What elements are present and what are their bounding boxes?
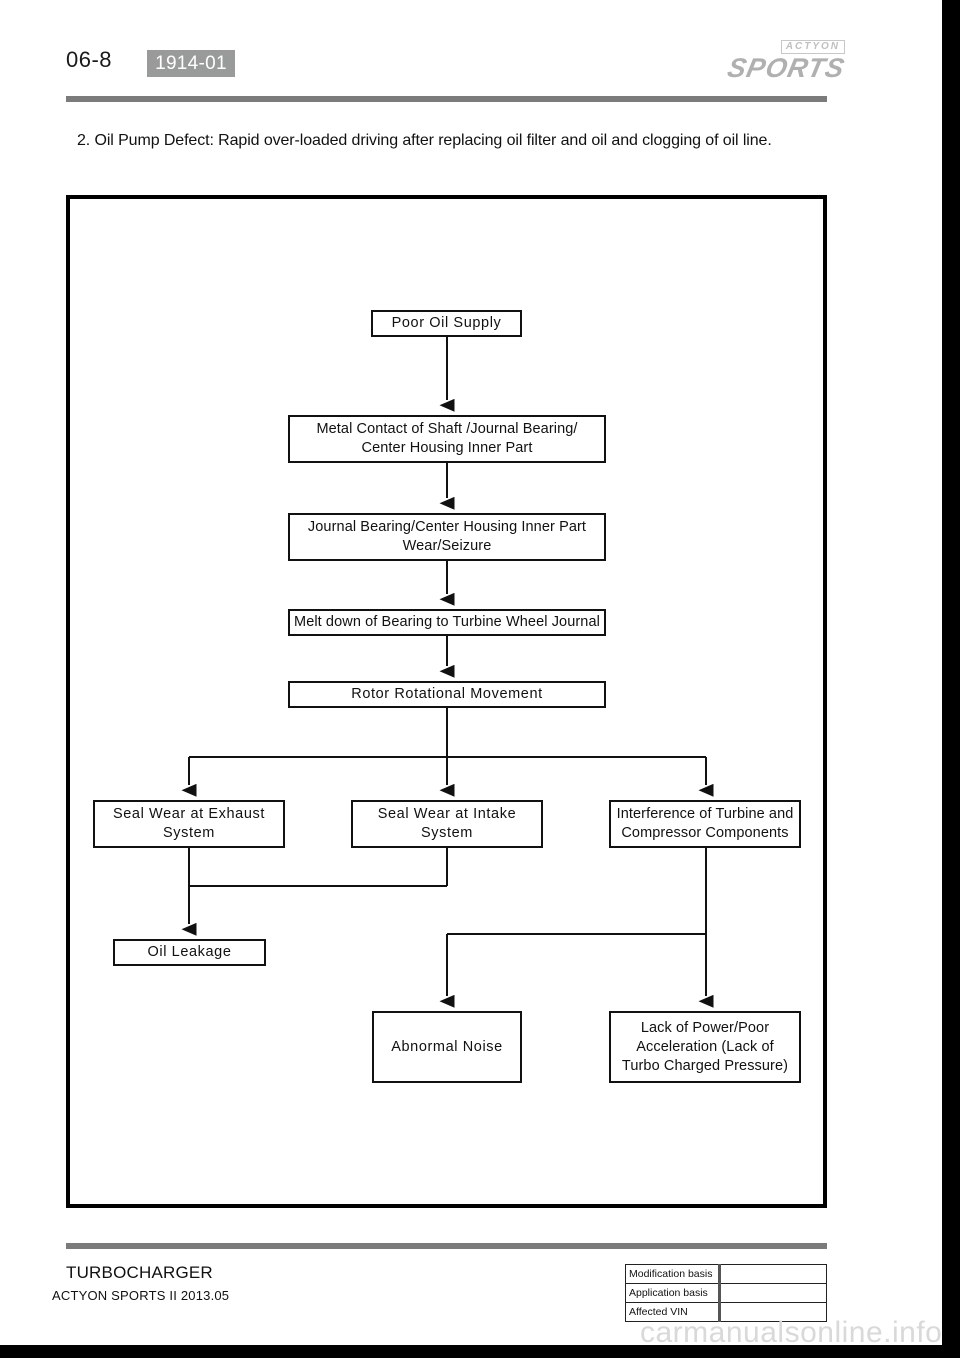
- flow-node-oil-leakage[interactable]: Oil Leakage: [113, 939, 266, 966]
- revision-value-affected-vin[interactable]: [719, 1302, 827, 1322]
- footer-subtitle: ACTYON SPORTS II 2013.05: [52, 1288, 230, 1303]
- section-intro-text: 2. Oil Pump Defect: Rapid over-loaded dr…: [77, 132, 772, 149]
- revision-label-modification: Modification basis: [625, 1264, 721, 1284]
- revision-value-application[interactable]: [719, 1283, 827, 1303]
- table-row: Application basis: [625, 1283, 827, 1303]
- table-row: Modification basis: [625, 1264, 827, 1284]
- revision-label-affected-vin: Affected VIN: [625, 1302, 721, 1322]
- page-number: 06-8: [66, 47, 113, 72]
- revision-table: Modification basis Application basis Aff…: [625, 1264, 827, 1322]
- flow-node-abnormal-noise[interactable]: Abnormal Noise: [372, 1011, 522, 1083]
- flow-node-journal-bearing-wear[interactable]: Journal Bearing/Center Housing Inner Par…: [288, 513, 606, 561]
- flow-node-rotor-rotational[interactable]: Rotor Rotational Movement: [288, 681, 606, 708]
- flow-node-melt-down-bearing[interactable]: Melt down of Bearing to Turbine Wheel Jo…: [288, 609, 606, 636]
- flow-node-poor-oil-supply[interactable]: Poor Oil Supply: [371, 310, 522, 337]
- footer-rule: [66, 1243, 827, 1249]
- footer-title: TURBOCHARGER: [66, 1263, 213, 1282]
- page-edge-right: [942, 0, 960, 1358]
- flow-node-metal-contact[interactable]: Metal Contact of Shaft /Journal Bearing/…: [288, 415, 606, 463]
- brand-actyon-text: ACTYON: [780, 40, 845, 54]
- table-row: Affected VIN: [625, 1302, 827, 1322]
- brand-logo: ACTYON SPORTS: [725, 36, 848, 83]
- revision-table-body: Modification basis Application basis Aff…: [625, 1264, 827, 1322]
- page-edge-bottom: [0, 1345, 960, 1358]
- revision-value-modification[interactable]: [719, 1264, 827, 1284]
- site-watermark: carmanualsonline.info: [640, 1316, 943, 1349]
- revision-label-application: Application basis: [625, 1283, 721, 1303]
- document-code-badge: 1914-01: [147, 50, 235, 77]
- header-rule: [66, 96, 827, 102]
